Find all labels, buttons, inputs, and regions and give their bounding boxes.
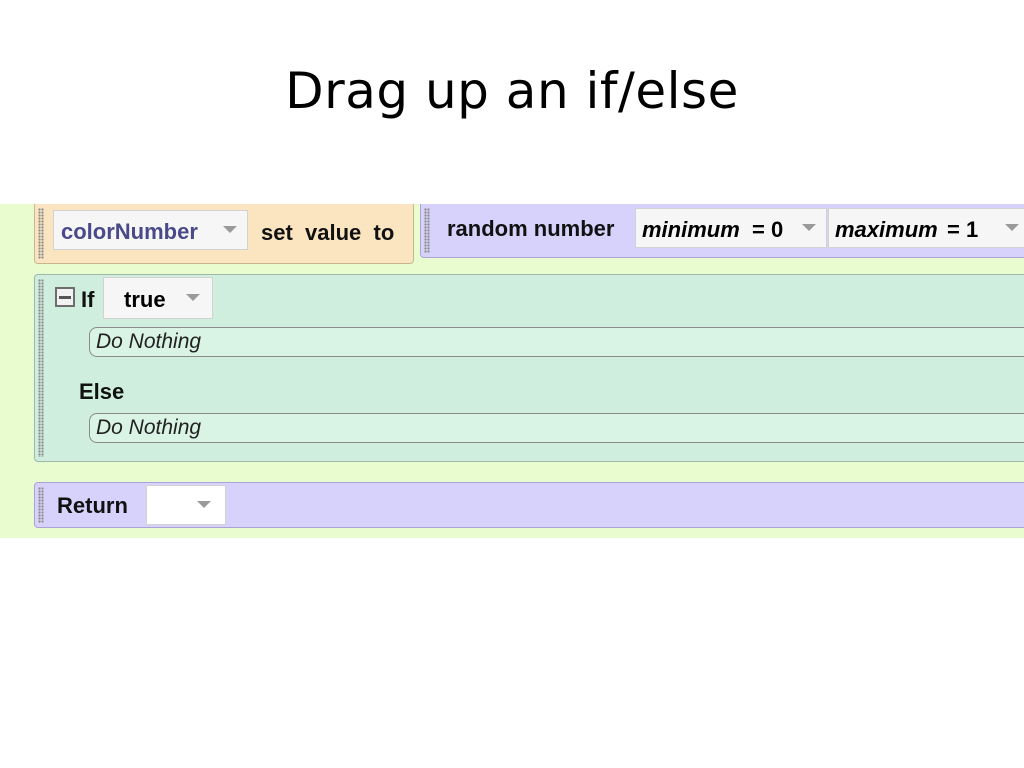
- maximum-dropdown[interactable]: maximum = 1: [828, 208, 1024, 248]
- condition-dropdown[interactable]: true: [103, 277, 213, 319]
- dropdown-arrow-icon: [223, 226, 237, 233]
- else-label: Else: [79, 379, 125, 404]
- minimum-dropdown[interactable]: minimum = 0: [635, 208, 827, 248]
- maximum-value: = 1: [947, 217, 979, 242]
- variable-dropdown[interactable]: colorNumber: [53, 210, 248, 250]
- variable-name: colorNumber: [61, 219, 198, 244]
- if-else-block[interactable]: If true Do Nothing Else Do Nothing: [34, 274, 1024, 462]
- set-value-block[interactable]: colorNumber set value to: [34, 204, 414, 264]
- dropdown-arrow-icon: [1005, 224, 1019, 231]
- drag-grip-icon[interactable]: [424, 208, 430, 253]
- minimum-value: = 0: [752, 217, 784, 242]
- condition-value: true: [124, 287, 166, 312]
- set-value-label: set value to: [261, 220, 395, 245]
- return-value-dropdown[interactable]: [146, 485, 226, 525]
- else-statement-slot[interactable]: Do Nothing: [89, 413, 1024, 443]
- random-number-label: random number: [447, 216, 615, 241]
- return-label: Return: [57, 493, 128, 518]
- drag-grip-icon[interactable]: [38, 279, 44, 457]
- random-number-block[interactable]: random number minimum = 0 maximum = 1: [420, 204, 1024, 258]
- if-label: If: [81, 287, 95, 312]
- else-placeholder: Do Nothing: [96, 416, 202, 439]
- drag-grip-icon[interactable]: [38, 487, 44, 523]
- maximum-label: maximum: [835, 217, 938, 242]
- then-statement-slot[interactable]: Do Nothing: [89, 327, 1024, 357]
- slide-title: Drag up an if/else: [285, 62, 739, 120]
- block-canvas[interactable]: colorNumber set value to random number m…: [0, 204, 1024, 538]
- dropdown-arrow-icon: [802, 224, 816, 231]
- drag-grip-icon[interactable]: [38, 208, 44, 259]
- dropdown-arrow-icon: [186, 294, 200, 301]
- minimum-label: minimum: [642, 217, 740, 242]
- return-block[interactable]: Return: [34, 482, 1024, 528]
- dropdown-arrow-icon: [197, 501, 211, 508]
- then-placeholder: Do Nothing: [96, 330, 202, 353]
- collapse-minus-icon[interactable]: [55, 287, 75, 307]
